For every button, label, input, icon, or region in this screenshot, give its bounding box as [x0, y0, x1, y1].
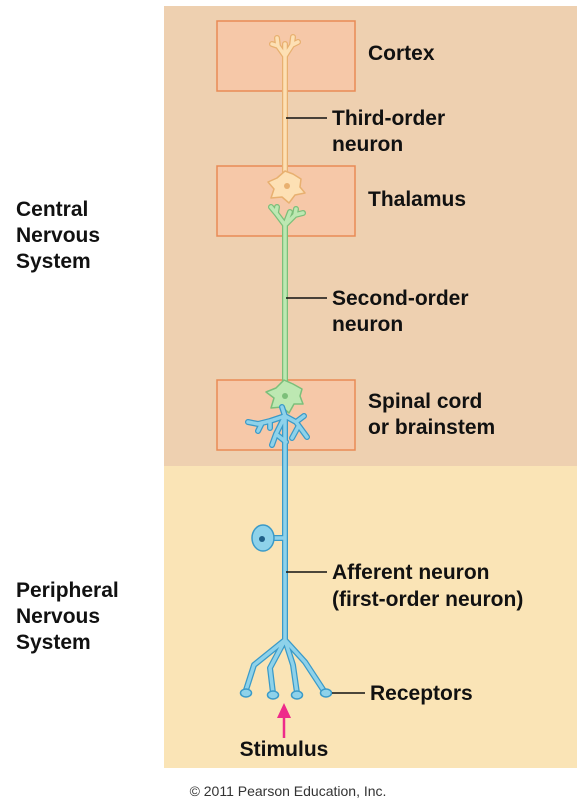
receptor-ending: [268, 691, 279, 699]
cortex-label: Cortex: [368, 42, 435, 65]
receptor-ending: [241, 689, 252, 697]
stimulus-label: Stimulus: [240, 738, 329, 761]
receptors-label: Receptors: [370, 682, 473, 705]
pns-label: Peripheral Nervous System: [16, 579, 125, 654]
receptor-ending: [292, 691, 303, 699]
pns-background: [164, 466, 577, 768]
cns-label: Central Nervous System: [16, 198, 106, 273]
copyright-notice: © 2011 Pearson Education, Inc.: [190, 783, 387, 799]
receptor-ending: [321, 689, 332, 697]
thalamus-label: Thalamus: [368, 188, 466, 211]
